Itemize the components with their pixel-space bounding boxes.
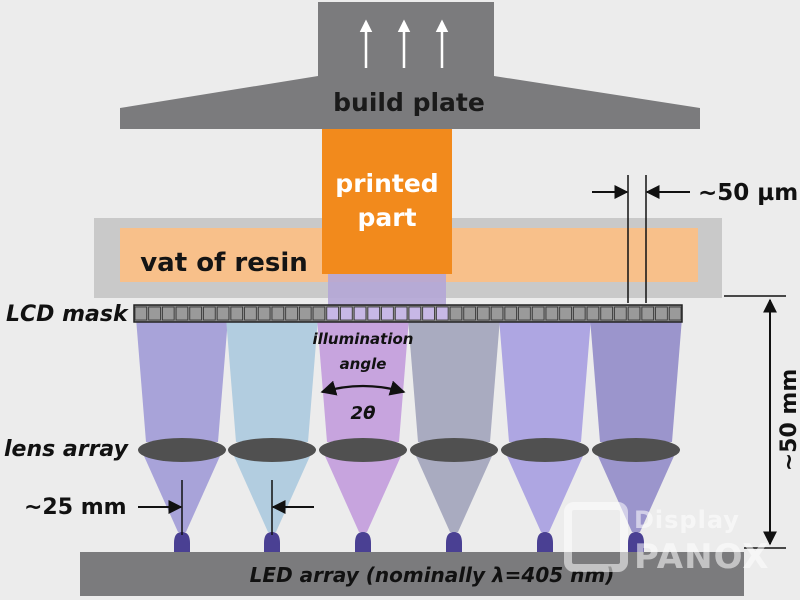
lcd-pixel	[189, 306, 202, 321]
lcd-pixel	[340, 306, 353, 321]
light-cone-upper	[590, 318, 682, 442]
printed-part-block	[322, 129, 452, 274]
lcd-pixel	[203, 306, 216, 321]
lcd-pixel	[573, 306, 586, 321]
vat-of-resin-label: vat of resin	[140, 248, 308, 278]
light-cone-lower	[416, 456, 492, 532]
light-cone-lower	[507, 456, 583, 532]
lcd-pixel	[422, 306, 435, 321]
build-plate: build plate	[120, 2, 700, 129]
build-plate-stem	[318, 2, 494, 78]
lcd-pixel	[627, 306, 641, 321]
lcd-pixel	[641, 306, 655, 321]
lcd-pixel	[408, 306, 422, 321]
lcd-pixel	[435, 306, 449, 321]
lcd-pixel	[614, 306, 627, 321]
lcd-pixel	[148, 306, 161, 321]
build-plate-flange	[120, 76, 700, 129]
light-cone-upper	[136, 318, 228, 442]
printed-part-label-line2: part	[357, 203, 416, 232]
lcd-pixel	[545, 306, 559, 321]
lcd-mask-label: LCD mask	[6, 302, 129, 327]
lcd-pixel	[298, 306, 312, 321]
lcd-pixel	[216, 306, 230, 321]
led-emitters	[174, 532, 644, 552]
led	[264, 532, 280, 552]
lcd-pixel	[134, 306, 148, 321]
light-cone-upper	[499, 318, 591, 442]
lcd-mask-frame	[133, 304, 683, 323]
light-cones	[136, 318, 682, 532]
lcd-pixel	[477, 306, 490, 321]
light-cone-lower	[325, 456, 401, 532]
lens	[410, 438, 498, 462]
lcd-pixel	[504, 306, 517, 321]
lcd-pixel	[394, 306, 408, 321]
printed-part-label-line1: printed	[335, 169, 438, 198]
lcd-pixel	[668, 306, 682, 321]
lens-array-label: lens array	[4, 437, 130, 462]
lens	[592, 438, 680, 462]
lcd-pixel	[655, 306, 668, 321]
illumination-angle-label-line1: illumination	[313, 330, 414, 348]
lens	[138, 438, 226, 462]
led-array-bar	[80, 552, 744, 596]
lcd-pixel	[381, 306, 394, 321]
lcd-pixel	[312, 306, 326, 321]
stack-height-dimension: ~50 mm	[724, 295, 800, 549]
lens	[501, 438, 589, 462]
lcd-pixel	[559, 306, 572, 321]
lens-array	[138, 438, 680, 462]
light-cone-upper	[408, 318, 500, 442]
exposed-resin-beam	[328, 274, 446, 305]
lcd-pixel	[326, 306, 339, 321]
lcd-pixel	[518, 306, 531, 321]
light-cone-lower	[598, 456, 674, 532]
lcd-pixel	[531, 306, 545, 321]
printed-part: printed part	[322, 129, 452, 274]
lcd-pixel	[490, 306, 504, 321]
lcd-pixel	[271, 306, 285, 321]
led	[537, 532, 553, 552]
light-cone-upper	[317, 318, 409, 442]
lcd-pixel	[244, 306, 257, 321]
pixel-pitch-dimension: ~50 µm	[592, 175, 798, 303]
light-cone-upper	[226, 318, 318, 442]
lcd-pixel	[367, 306, 380, 321]
stack-height-label: ~50 mm	[777, 369, 800, 472]
lcd-pixel	[175, 306, 189, 321]
lcd-pixel	[257, 306, 271, 321]
lcd-pixel	[600, 306, 613, 321]
lcd-pixel	[353, 306, 367, 321]
lcd-pixel	[230, 306, 243, 321]
led-pitch-dimension: ~25 mm	[24, 480, 314, 535]
led	[355, 532, 371, 552]
lcd-pixel	[449, 306, 463, 321]
lcd-pixel	[285, 306, 298, 321]
illumination-angle-label-line2: angle	[340, 355, 387, 373]
pixel-pitch-label: ~50 µm	[698, 180, 798, 206]
lens	[319, 438, 407, 462]
led-pitch-label: ~25 mm	[24, 495, 127, 520]
lcd-mask	[133, 304, 683, 323]
led-array-label: LED array (nominally λ=405 nm)	[250, 563, 615, 587]
lcd-pixel	[463, 306, 476, 321]
lcd-pixel	[586, 306, 600, 321]
lens	[228, 438, 316, 462]
led	[628, 532, 644, 552]
two-theta-label: 2θ	[351, 403, 376, 424]
lcd-pixel	[161, 306, 175, 321]
angle-arc-arrow	[320, 380, 406, 396]
build-plate-label: build plate	[333, 88, 485, 117]
led	[446, 532, 462, 552]
led	[174, 532, 190, 552]
